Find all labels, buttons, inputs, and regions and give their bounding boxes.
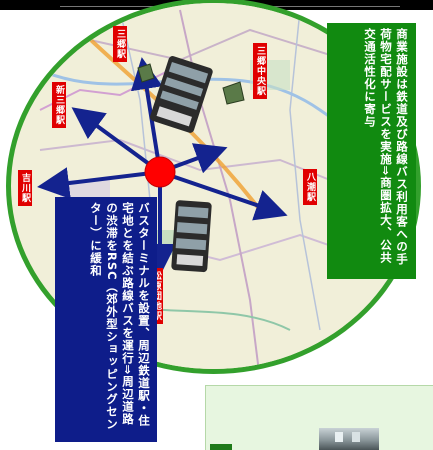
photo-caption-marker <box>210 444 232 450</box>
bus-icon <box>150 56 213 273</box>
station-misato: 三郷駅 <box>113 26 127 62</box>
red-circle-hub-icon <box>144 156 176 188</box>
green-info-note: 商業施設は鉄道及び路線バス利用客への手荷物宅配サービスを実施⇒商圏拡大、公共交通… <box>327 23 416 279</box>
bus-terminal-photo <box>319 428 379 450</box>
station-yashio: 八潮駅 <box>303 169 317 205</box>
photo-window <box>352 432 360 442</box>
photo-window <box>335 432 343 442</box>
station-shin-misato: 新三郷駅 <box>52 82 66 128</box>
station-yoshikawa: 吉川駅 <box>18 170 32 206</box>
blue-info-note: バスターミナルを設置、周辺鉄道駅・住宅地とを結ぶ路線バスを運行⇒周辺道路の渋滞を… <box>55 197 157 442</box>
station-misato-chuo: 三郷中央駅 <box>253 43 267 99</box>
building-icon <box>137 63 245 105</box>
